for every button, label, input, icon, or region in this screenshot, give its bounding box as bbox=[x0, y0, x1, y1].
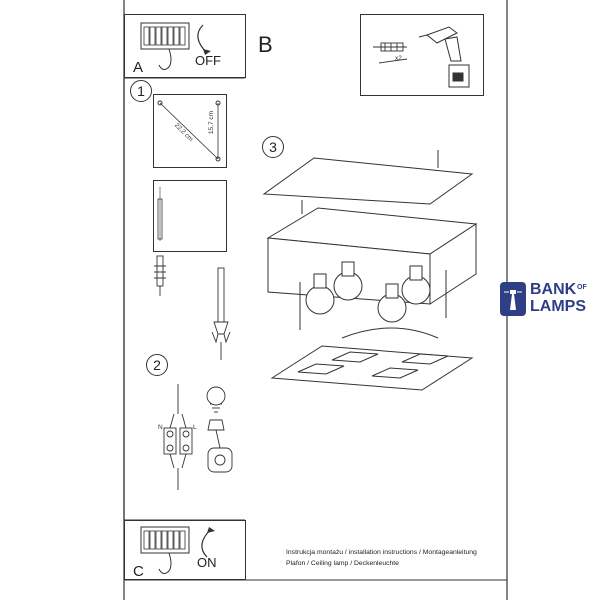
step-3-number: 3 bbox=[262, 136, 284, 158]
anchor-screw-icon bbox=[373, 42, 408, 64]
brand-line-2: LAMPS bbox=[530, 298, 586, 315]
panel-a-letter: A bbox=[133, 59, 144, 76]
wire-n-top: N bbox=[158, 424, 163, 431]
wall-plug-illustration bbox=[157, 187, 163, 241]
panel-a: A OFF bbox=[124, 14, 246, 78]
side-measure: 15,7 cm bbox=[208, 110, 216, 135]
footer-instructions: Instrukcja montażu / installation instru… bbox=[286, 549, 477, 556]
panel-a-state: OFF bbox=[195, 53, 221, 68]
step-2-number: 2 bbox=[146, 354, 168, 376]
screw-and-plug-illustration bbox=[154, 255, 231, 360]
wiring-diagram bbox=[163, 384, 233, 490]
panel-c: C ON bbox=[124, 520, 246, 580]
panel-c-letter: C bbox=[133, 563, 144, 580]
mounting-measurement-diagram bbox=[157, 100, 221, 162]
wire-l-top: L bbox=[193, 424, 197, 431]
brand-line-1: BANK bbox=[530, 281, 577, 298]
lighthouse-logo-icon bbox=[500, 282, 526, 316]
ceiling-lamp-assembly-diagram bbox=[262, 150, 478, 391]
spotlight-icon bbox=[305, 261, 431, 323]
panel-c-state: ON bbox=[197, 555, 217, 570]
fuse-switch-on-illustration bbox=[140, 526, 215, 575]
tools-illustration bbox=[373, 26, 470, 88]
fuse-switch-off-illustration bbox=[140, 22, 211, 71]
brand-of: OF bbox=[577, 284, 587, 291]
drill-icon bbox=[418, 26, 470, 88]
step-1-drilling-box bbox=[153, 180, 227, 252]
step-1-number: 1 bbox=[130, 80, 152, 102]
panel-b-tools: x2 bbox=[360, 14, 484, 96]
panel-b-letter: B bbox=[258, 32, 273, 57]
quantity-label: x2 bbox=[395, 55, 402, 62]
footer-product-type: Plafon / Ceiling lamp / Deckenleuchte bbox=[286, 560, 399, 567]
step-1-measurement-box: 22,2 cm 15,7 cm bbox=[153, 94, 227, 168]
